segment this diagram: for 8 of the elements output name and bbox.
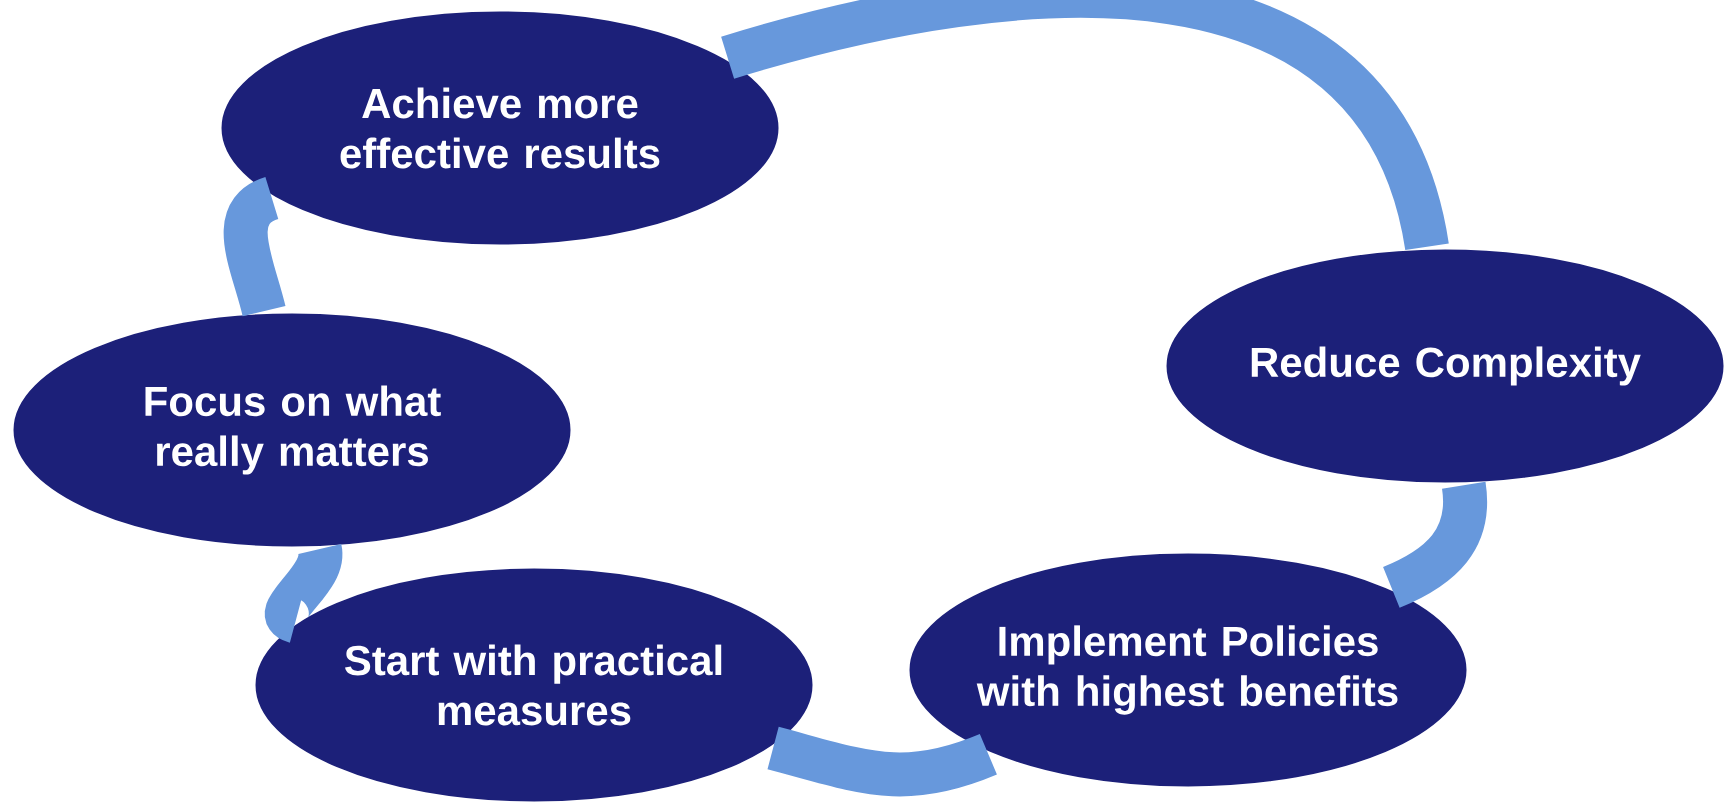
ring-segment [767, 726, 997, 797]
ring-segment [1382, 483, 1487, 608]
ring-segment [223, 177, 286, 317]
ellipse-node: Focus on what really matters [10, 310, 574, 550]
ring-segment [721, 0, 1449, 253]
ellipse-node: Achieve more effective results [218, 8, 782, 248]
ellipse-node: Reduce Complexity [1163, 246, 1727, 486]
ellipse-node: Implement Policies with highest benefits [906, 550, 1470, 790]
